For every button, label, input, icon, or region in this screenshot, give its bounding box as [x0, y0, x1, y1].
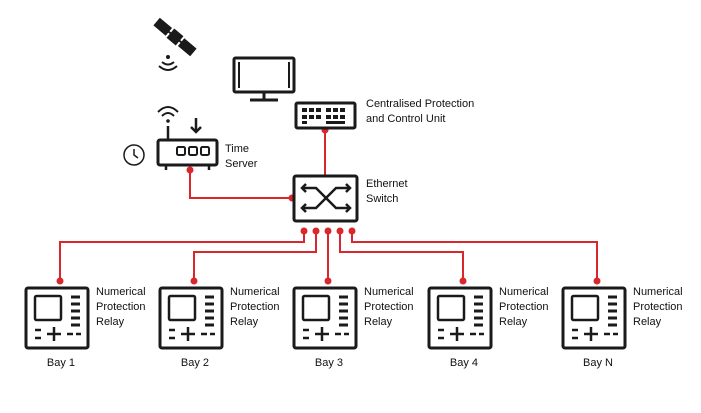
relay-label-line1: Numerical [230, 286, 280, 298]
download-arrow-icon [190, 118, 202, 134]
relay-label-line2: Protection [633, 301, 683, 313]
bay-label-1: Bay 1 [46, 357, 76, 369]
relay-label-5: Numerical Protection Relay [633, 285, 683, 330]
switch-to-bayN-link [351, 232, 598, 284]
clock-icon [123, 144, 145, 166]
wifi-icon [157, 106, 179, 123]
ethernet-switch-icon [292, 174, 359, 223]
bay-label-2: Bay 2 [180, 357, 210, 369]
relay-label-line2: Protection [499, 301, 549, 313]
relay-label-line1: Numerical [96, 286, 146, 298]
switch-to-bay4-link [339, 232, 464, 284]
monitor-icon [232, 56, 296, 102]
time-server-label: Time Server [225, 142, 257, 172]
relay-label-line2: Protection [230, 301, 280, 313]
relay-label-line3: Relay [633, 316, 662, 328]
ethernet-switch-label-line2: Switch [366, 193, 399, 205]
bay-label-3: Bay 3 [314, 357, 344, 369]
connection-dots [56, 126, 601, 285]
time-server-device-icon [156, 126, 219, 170]
central-unit-label: Centralised Protection and Control Unit [366, 97, 474, 127]
relay-label-line1: Numerical [499, 286, 549, 298]
connections [59, 130, 598, 284]
relay-label-line2: Protection [364, 301, 414, 313]
central-unit-label-line1: Centralised Protection [366, 98, 475, 110]
relay-label-3: Numerical Protection Relay [364, 285, 414, 330]
satellite-icon [153, 17, 197, 71]
ethernet-switch-label-line1: Ethernet [366, 178, 408, 190]
relay-label-line3: Relay [96, 316, 125, 328]
relay-device-icon [158, 286, 224, 350]
switch-to-bay2-link [193, 232, 317, 284]
timeserver-to-switch-link [189, 170, 292, 199]
relay-label-line3: Relay [364, 316, 393, 328]
relay-label-line3: Relay [230, 316, 259, 328]
relay-label-1: Numerical Protection Relay [96, 285, 146, 330]
relay-label-line1: Numerical [633, 286, 683, 298]
relay-label-line2: Protection [96, 301, 146, 313]
relay-label-4: Numerical Protection Relay [499, 285, 549, 330]
time-server-label-line1: Time [225, 143, 250, 155]
relay-device-icon [561, 286, 627, 350]
time-server-label-line2: Server [225, 158, 258, 170]
relay-device-icon [292, 286, 358, 350]
relay-label-line1: Numerical [364, 286, 414, 298]
central-unit-label-line2: and Control Unit [366, 113, 446, 125]
relay-label-line3: Relay [499, 316, 528, 328]
ethernet-switch-label: Ethernet Switch [366, 177, 408, 207]
relay-device-icon [427, 286, 493, 350]
bay-label-4: Bay 4 [449, 357, 479, 369]
bay-label-5: Bay N [583, 357, 613, 369]
relay-label-2: Numerical Protection Relay [230, 285, 280, 330]
relay-device-icon [24, 286, 90, 350]
switch-to-bay1-link [59, 232, 305, 284]
central-unit-keyboard-icon [294, 101, 357, 130]
relays-group [24, 286, 627, 350]
